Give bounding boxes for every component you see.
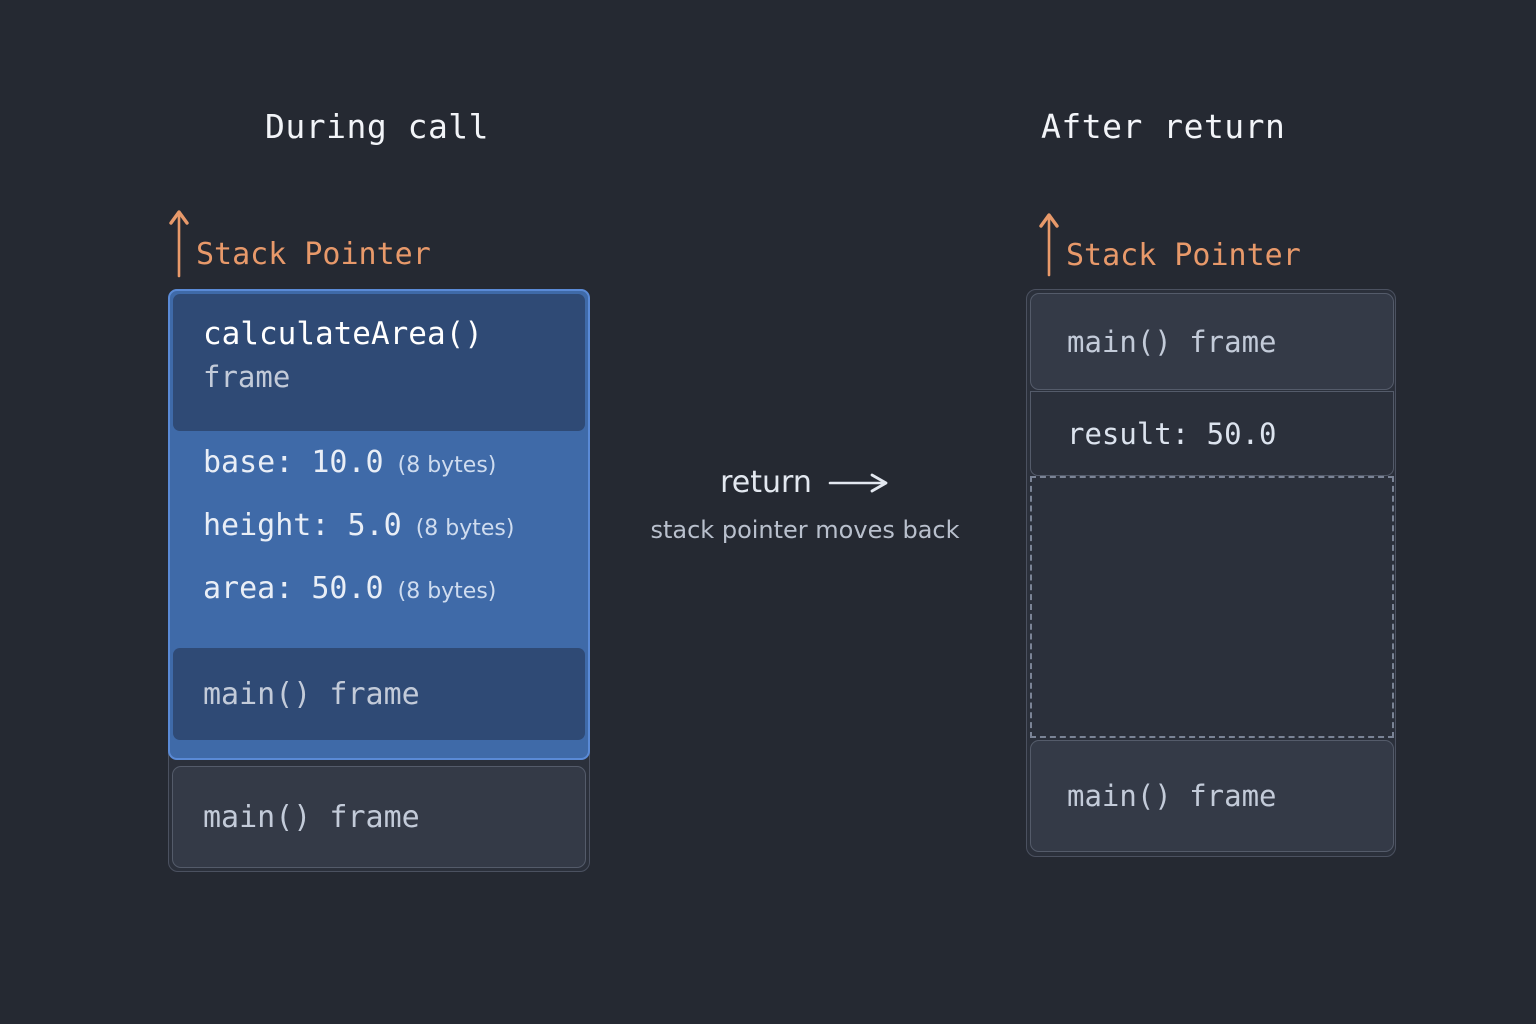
stack-pointer-right: Stack Pointer <box>1038 209 1301 277</box>
frame-sub-label: frame <box>203 359 291 394</box>
variable-text: height: 5.0 <box>203 508 402 543</box>
main-frame-label: main() frame <box>1067 324 1277 359</box>
frame-function-name: calculateArea() <box>203 316 483 352</box>
arrow-up-icon <box>1039 213 1059 277</box>
variable-text: base: 10.0 <box>203 445 384 480</box>
stack-pointer-label-right: Stack Pointer <box>1066 238 1301 273</box>
frame-variable-list: base: 10.0 (8 bytes) height: 5.0 (8 byte… <box>173 431 585 648</box>
variable-row: area: 50.0 (8 bytes) <box>203 571 555 634</box>
arrow-up-icon <box>169 210 189 278</box>
arrow-right-icon <box>828 473 888 492</box>
stack-pointer-label-left: Stack Pointer <box>196 237 431 272</box>
calculate-area-frame-header: calculateArea() frame <box>173 294 585 431</box>
variable-size: (8 bytes) <box>415 516 515 541</box>
stack-container-after-return: main() frame result: 50.0 main() frame <box>1026 289 1396 857</box>
result-label: result: 50.0 <box>1067 416 1277 451</box>
variable-size: (8 bytes) <box>397 579 497 604</box>
active-stack-frame-block: calculateArea() frame base: 10.0 (8 byte… <box>168 289 590 760</box>
stack-container-during-call: calculateArea() frame base: 10.0 (8 byte… <box>168 289 590 872</box>
transition-caption: stack pointer moves back <box>650 516 960 544</box>
main-frame-label: main() frame <box>1067 779 1277 813</box>
main-frame-label: main() frame <box>203 799 420 835</box>
variable-row: base: 10.0 (8 bytes) <box>203 445 555 508</box>
caller-frame-inside-block: main() frame <box>173 648 585 740</box>
variable-text: area: 50.0 <box>203 571 384 606</box>
caller-frame-label: main() frame <box>203 676 420 712</box>
transition-annotation: return stack pointer moves back <box>600 465 1010 544</box>
panel-title-after-return: After return <box>1041 107 1286 146</box>
transition-main-row: return <box>600 465 1010 500</box>
panel-title-during-call: During call <box>265 107 490 146</box>
main-frame-top-right: main() frame <box>1030 293 1394 390</box>
variable-row: height: 5.0 (8 bytes) <box>203 508 555 571</box>
stack-pointer-left: Stack Pointer <box>168 206 431 278</box>
result-row: result: 50.0 <box>1030 391 1394 476</box>
variable-size: (8 bytes) <box>397 453 497 478</box>
freed-stack-region <box>1030 476 1394 738</box>
main-frame-bottom-right: main() frame <box>1030 740 1394 852</box>
main-frame-bottom-left: main() frame <box>172 766 586 868</box>
return-label: return <box>720 465 812 500</box>
